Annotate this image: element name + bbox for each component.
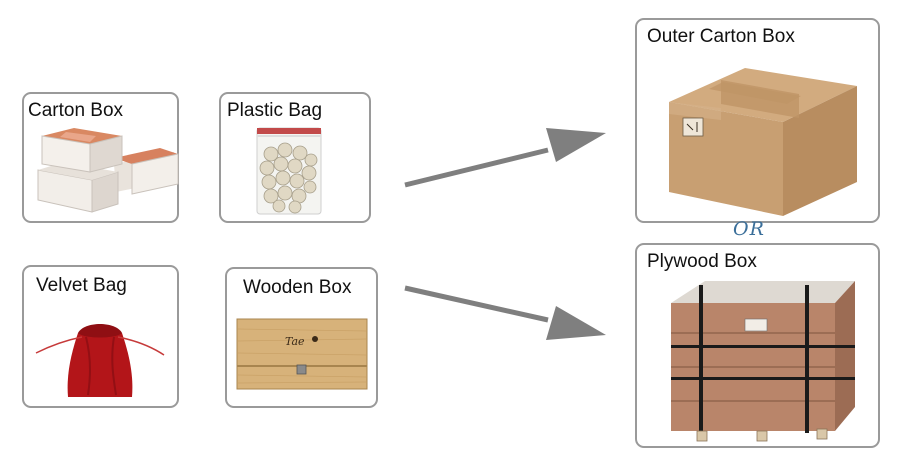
- velvet-bag-card: Velvet Bag: [22, 265, 179, 408]
- wooden-box-card: Wooden Box Tae: [225, 267, 378, 408]
- plastic-bag-card: Plastic Bag: [219, 92, 371, 223]
- plastic-bag-label: Plastic Bag: [227, 100, 323, 121]
- outer-carton-box-label: Outer Carton Box: [647, 26, 795, 47]
- carton-box-label: Carton Box: [28, 100, 124, 121]
- outer-carton-box-card: Outer Carton Box: [635, 18, 880, 223]
- wooden-box-brand: Tae: [285, 335, 305, 348]
- outer-carton-box-image: [669, 68, 857, 216]
- arrow-to-plywood: [404, 285, 606, 340]
- or-connector-label: OR: [733, 218, 765, 240]
- carton-box-card: Carton Box: [22, 92, 179, 223]
- carton-box-image: [37, 128, 179, 213]
- velvet-bag-label: Velvet Bag: [36, 275, 127, 296]
- plywood-box-label: Plywood Box: [647, 251, 757, 272]
- velvet-bag-image: [35, 324, 165, 397]
- plywood-box-image: [671, 281, 855, 442]
- plywood-box-card: Plywood Box: [635, 243, 880, 448]
- wooden-box-image: Tae: [236, 318, 368, 390]
- wooden-box-label: Wooden Box: [243, 277, 352, 298]
- arrow-to-outer-carton: [404, 128, 606, 188]
- plastic-bag-image: [256, 127, 322, 215]
